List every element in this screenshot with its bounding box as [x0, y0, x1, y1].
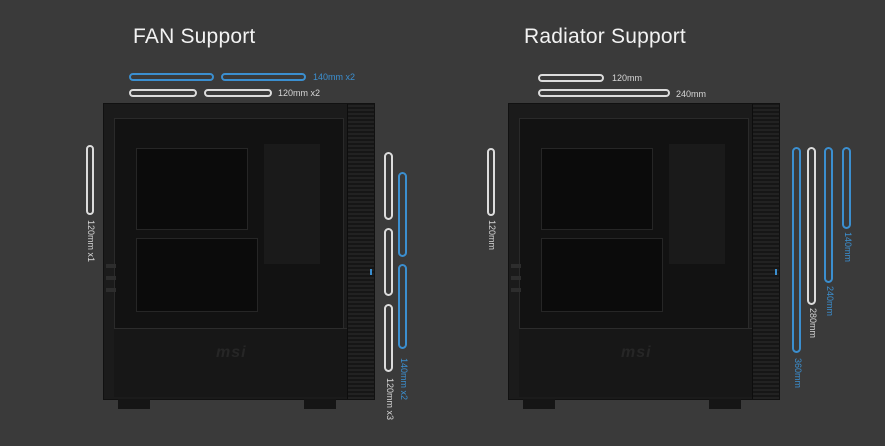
rad-front-360-label: 360mm [793, 358, 803, 389]
fan-front-140-slot-2 [398, 264, 407, 349]
case-led [775, 269, 777, 275]
case-pci-slot [511, 264, 521, 268]
rad-front-360-slot [792, 147, 801, 353]
fan-top-140-slot-2 [221, 73, 306, 81]
case-cable-grommets [669, 144, 725, 264]
rad-front-280-slot [807, 147, 816, 305]
rad-rear-120-label: 120mm [487, 220, 497, 251]
case-psu-shroud [114, 328, 348, 397]
rad-front-280-label: 280mm [808, 308, 818, 339]
fan-top-140-label: 140mm x2 [313, 72, 356, 82]
case-cutout [136, 148, 248, 230]
rad-front-240-slot [824, 147, 833, 283]
fan-front-140-slot-1 [398, 172, 407, 257]
rad-rear-120-slot [487, 148, 495, 216]
rad-top-240-label: 240mm [676, 89, 707, 99]
case-foot [709, 399, 741, 409]
case-foot [523, 399, 555, 409]
case-foot [118, 399, 150, 409]
msi-logo: msi [621, 344, 652, 361]
fan-rear-120-slot [86, 145, 94, 215]
case-pci-slot [106, 288, 116, 292]
fan-front-120-slot-3 [384, 304, 393, 372]
rad-top-240-slot [538, 89, 670, 97]
case-pci-slot [106, 264, 116, 268]
case-cable-grommets [264, 144, 320, 264]
fan-front-120-slot-1 [384, 152, 393, 220]
radiator-case-illustration: msi [508, 103, 780, 409]
rad-top-120-slot [538, 74, 604, 82]
rad-front-240-label: 240mm [825, 286, 835, 317]
case-led [370, 269, 372, 275]
case-mb-tray [136, 238, 258, 312]
case-foot [304, 399, 336, 409]
radiator-support-title: Radiator Support [524, 25, 686, 48]
rad-top-120-label: 120mm [612, 73, 643, 83]
case-psu-shroud [519, 328, 753, 397]
fan-support-title: FAN Support [133, 25, 256, 48]
case-front-panel [347, 104, 374, 399]
case-pci-slot [511, 288, 521, 292]
case-pci-slot [106, 276, 116, 280]
fan-top-120-slot-2 [204, 89, 272, 97]
fan-top-140-slot-1 [129, 73, 214, 81]
fan-case-illustration: msi [103, 103, 375, 409]
rad-front-140-slot [842, 147, 851, 229]
case-pci-slot [511, 276, 521, 280]
case-mb-tray [541, 238, 663, 312]
fan-top-120-label: 120mm x2 [278, 88, 321, 98]
case-cutout [541, 148, 653, 230]
fan-front-120-slot-2 [384, 228, 393, 296]
fan-rear-120-label: 120mm x1 [86, 220, 96, 263]
msi-logo: msi [216, 344, 247, 361]
case-front-panel [752, 104, 779, 399]
fan-front-140-label: 140mm x2 [399, 358, 409, 401]
fan-front-120-label: 120mm x3 [385, 378, 395, 421]
fan-top-120-slot-1 [129, 89, 197, 97]
rad-front-140-label: 140mm [843, 232, 853, 263]
